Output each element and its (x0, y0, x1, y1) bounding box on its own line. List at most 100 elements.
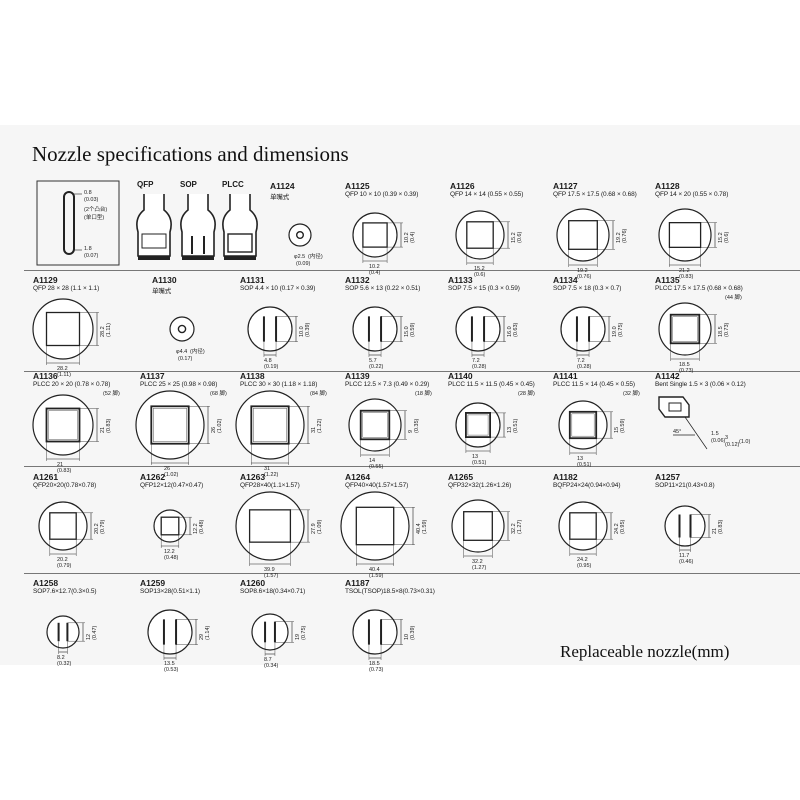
nozzle-code: A1129 (33, 275, 58, 285)
nozzle-code: A1134 (553, 275, 578, 285)
nozzle-diagram: 18.5(0.73)10(0.39) (345, 598, 449, 674)
nozzle-diagram: 11.7(0.46)21(0.83) (655, 492, 759, 568)
pin-count: (68 脚) (210, 389, 227, 397)
nozzle-code: A1258 (33, 578, 59, 588)
nozzle-spec: 单嘴式 (270, 194, 290, 201)
dimension-label: (1.11) (106, 323, 112, 337)
nozzle-drawing: 24.2(0.95)24.2(0.95) (558, 501, 626, 569)
dimension-label: (0.51) (513, 418, 519, 433)
pin-count: (18 脚) (415, 389, 432, 397)
nozzle-drawing: 31(1.22)31(1.22)(84 脚) (235, 389, 327, 478)
dimension-label: (1.14) (205, 625, 211, 640)
nozzle-spec: SOP13×28(0.51×1.1) (140, 588, 200, 595)
legend-dim: (0.03) (84, 197, 99, 203)
dimension-label: (内径) (308, 252, 323, 260)
nozzle-code: A1187 (345, 578, 370, 588)
pin-count: (84 脚) (310, 389, 327, 397)
nozzle-drawing: 21.2(0.83)15.2(0.6) (658, 208, 730, 280)
dimension-label: 21 (57, 462, 63, 468)
nozzle-code: A1259 (140, 578, 166, 588)
nozzle-code: A1261 (33, 472, 59, 482)
nozzle-drawing: 7.2(0.28)16.0(0.63) (455, 306, 519, 370)
nozzle-drawing: 14(0.55)9(0.35)(18 脚) (348, 389, 432, 470)
nozzle-spec: QFP 17.5 × 17.5 (0.68 × 0.68) (553, 191, 637, 198)
legend-dim: 0.8 (84, 190, 92, 196)
nozzle-spec: QFP 10 × 10 (0.39 × 0.39) (345, 191, 419, 198)
dimension-label: 18.5 (369, 661, 380, 667)
nozzle-drawing: 4.8(0.19)10.0(0.39) (247, 306, 311, 370)
legend-type-qfp: QFP (137, 180, 154, 189)
plcc-profile-icon (218, 176, 262, 268)
nozzle-diagram: 31(1.22)31(1.22)(84 脚) (235, 389, 344, 478)
nozzle-spec: QFP40×40(1.57×1.57) (345, 482, 409, 489)
dimension-label: 9 (408, 430, 414, 433)
dimension-label: 12.2 (164, 549, 175, 555)
nozzle-code: A1136 (33, 371, 58, 381)
legend-type-plcc: PLCC (222, 180, 244, 189)
nozzle-drawing: 10.2(0.4)10.2(0.4) (352, 212, 416, 276)
dimension-label: (1.59) (422, 519, 428, 534)
dimension-label: (0.32) (57, 661, 72, 667)
pin-count: (44 脚) (725, 293, 742, 301)
dimension-label: (1.59) (369, 573, 384, 579)
nozzle-code: A1124 (270, 181, 295, 191)
legend-note: (2个凸台) (84, 205, 107, 213)
nozzle-drawing: 13(0.51)13(0.51)(28 脚) (455, 389, 535, 466)
nozzle-diagram: 13(0.51)13(0.51)(28 脚) (448, 389, 552, 467)
nozzle-outline (235, 491, 305, 561)
nozzle-diagram: 32.2(1.27)32.2(1.27) (448, 492, 552, 571)
nozzle-code: A1127 (553, 181, 578, 191)
dimension-label: (0.06) (711, 438, 726, 444)
nozzle-outline (288, 223, 312, 247)
nozzle-spec: SOP 7.5 × 18 (0.3 × 0.7) (553, 285, 622, 292)
dimension-label: 5.7 (369, 358, 377, 364)
dimension-label: 40.4 (416, 523, 422, 534)
dimension-label: (0.19) (264, 364, 279, 370)
dimension-label: (0.12) (725, 442, 740, 448)
dimension-label: 24.2 (614, 523, 620, 534)
nozzle-diagram: 8.2(0.32)12(0.47) (33, 598, 137, 674)
nozzle-diagram: 26(1.02)26(1.02)(68 脚) (135, 389, 244, 478)
dimension-label: (1.0) (739, 439, 750, 445)
nozzle-diagram: 13(0.51)15(0.59)(32 脚) (553, 389, 657, 468)
catalog-sheet (0, 125, 800, 665)
dimension-label: (1.02) (217, 418, 223, 433)
nozzle-outline (46, 615, 80, 649)
dimension-label: (0.48) (199, 519, 205, 534)
nozzle-diagram: 39.9(1.57)27.9(1.09) (235, 491, 344, 579)
nozzle-spec: SOP7.6×12.7(0.3×0.5) (33, 588, 97, 595)
nozzle-code: A1132 (345, 275, 370, 285)
dimension-label: 14 (369, 458, 375, 464)
dimension-label: (0.79) (100, 519, 106, 534)
nozzle-drawing: 8.7(0.34)19(0.75) (251, 613, 307, 669)
nozzle-code: A1140 (448, 371, 473, 381)
nozzle-code: A1137 (140, 371, 165, 381)
nozzle-drawing: 13(0.51)15(0.59)(32 脚) (558, 389, 640, 468)
nozzle-drawing: 19.2(0.76)19.2(0.76) (556, 208, 628, 280)
nozzle-code: A1130 (152, 275, 177, 285)
dimension-label: 8.7 (264, 657, 272, 663)
dimension-label: 18.5 (718, 326, 724, 337)
dimension-label: (0.6) (474, 272, 485, 278)
nozzle-code: A1141 (553, 371, 578, 381)
dimension-label: (0.51) (577, 462, 592, 468)
nozzle-outline (32, 394, 94, 456)
nozzle-outline (558, 501, 608, 551)
dimension-label: (0.95) (577, 563, 592, 569)
dimension-label: (0.47) (92, 625, 98, 640)
nozzle-outline (135, 390, 205, 460)
dimension-label: (0.73) (724, 322, 730, 337)
dimension-label: 13 (507, 427, 513, 433)
footer-caption: Replaceable nozzle(mm) (560, 642, 730, 661)
nozzle-outline (664, 505, 706, 547)
